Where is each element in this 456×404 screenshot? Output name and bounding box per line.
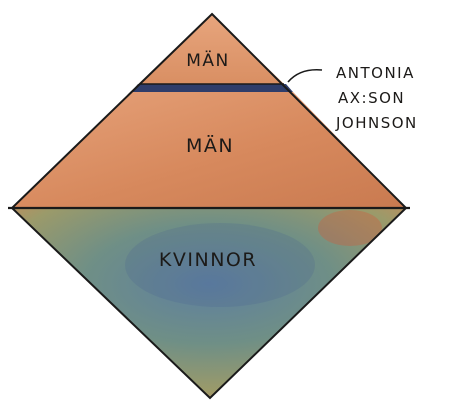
- annotation-leader-line: [288, 70, 322, 82]
- label-middle-man: MÄN: [186, 134, 234, 157]
- annotation-line-2: AX:SON: [338, 89, 405, 107]
- annotation-line-3: JOHNSON: [335, 114, 418, 132]
- divider-stripe: [131, 84, 293, 92]
- annotation-line-1: ANTONIA: [336, 64, 415, 82]
- label-top-man: MÄN: [186, 50, 230, 71]
- section-man-top-area: [140, 14, 284, 84]
- label-kvinnor: KVINNOR: [159, 249, 257, 271]
